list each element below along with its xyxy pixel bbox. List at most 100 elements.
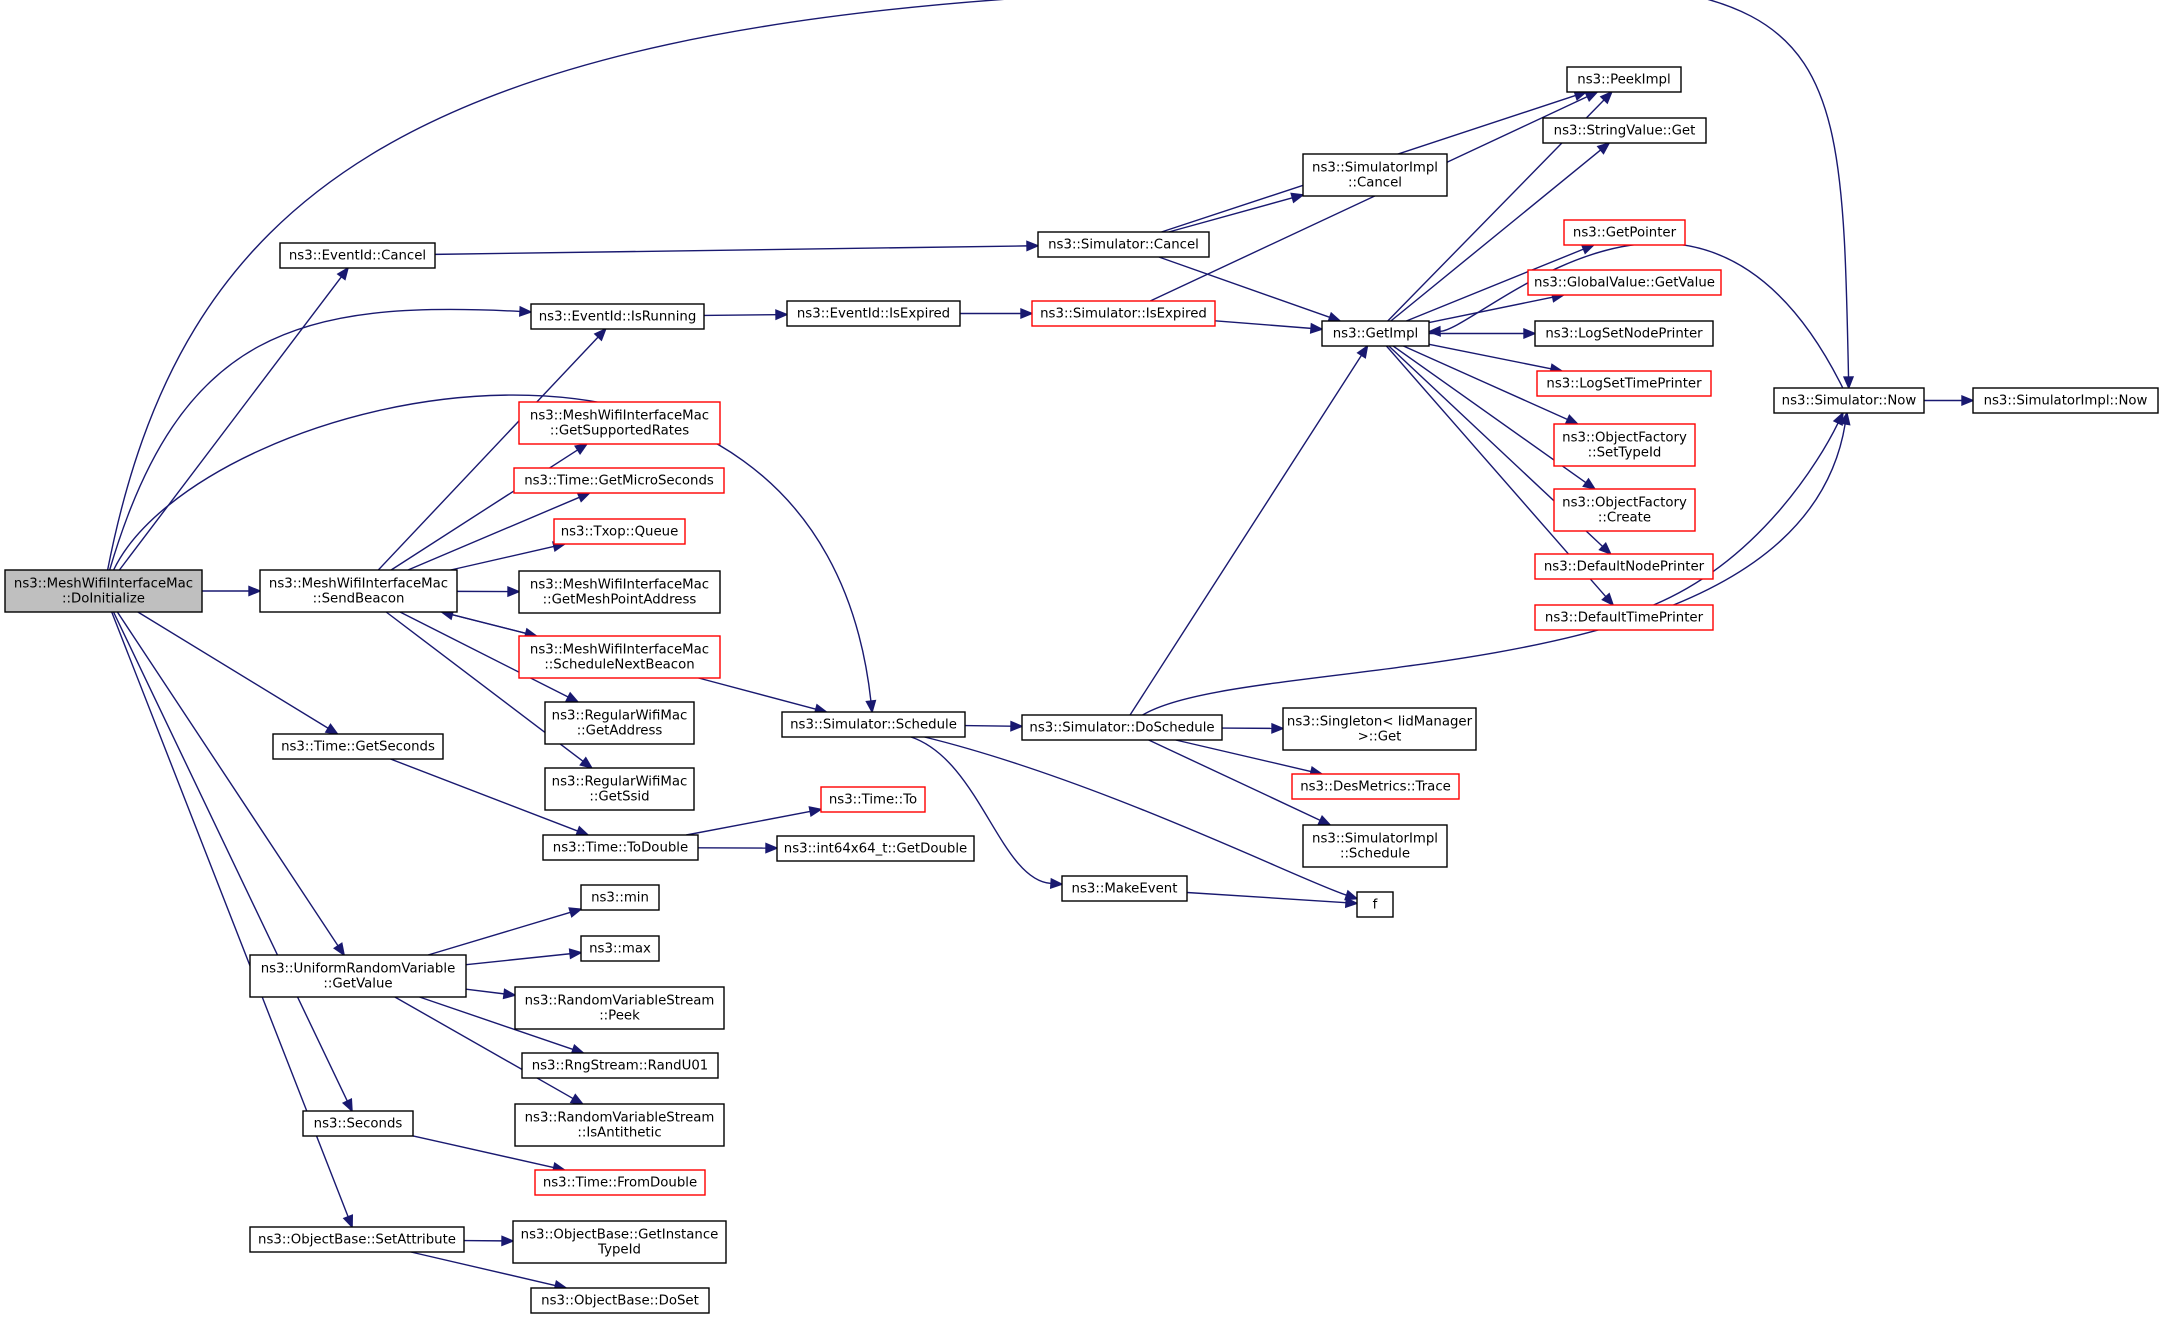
node-objfactory-settypeid[interactable]: ns3::ObjectFactory::SetTypeId bbox=[1553, 423, 1696, 467]
node-sendbeacon[interactable]: ns3::MeshWifiInterfaceMac::SendBeacon bbox=[259, 569, 458, 613]
edge-line bbox=[410, 1251, 556, 1287]
edge-sim_schedule-to-sim_doschedule bbox=[964, 720, 1024, 732]
edge-getimpl-to-logsettimeprinter bbox=[1428, 343, 1564, 375]
edge-line bbox=[112, 394, 872, 702]
node-getpointer[interactable]: ns3::GetPointer bbox=[1563, 219, 1686, 246]
node-eventid-isrunning[interactable]: ns3::EventId::IsRunning bbox=[530, 303, 705, 330]
node-eventid-isexpired[interactable]: ns3::EventId::IsExpired bbox=[786, 300, 961, 327]
node-sim-isexpired[interactable]: ns3::Simulator::IsExpired bbox=[1031, 300, 1216, 327]
node-label: f bbox=[1373, 898, 1378, 913]
edge-line bbox=[407, 496, 580, 571]
node-sim-schedule[interactable]: ns3::Simulator::Schedule bbox=[781, 711, 966, 738]
node-label: ns3::max bbox=[589, 942, 651, 957]
edge-arrowhead bbox=[865, 699, 877, 714]
node-label: ns3::DesMetrics::Trace bbox=[1300, 780, 1451, 795]
node-label: ns3::Seconds bbox=[314, 1117, 403, 1132]
node-getsupportedrates[interactable]: ns3::MeshWifiInterfaceMac::GetSupportedR… bbox=[518, 401, 721, 445]
edge-arrowhead bbox=[502, 988, 517, 1000]
edge-line bbox=[427, 911, 571, 956]
node-defaulttimeprinter[interactable]: ns3::DefaultTimePrinter bbox=[1534, 604, 1714, 631]
node-time-fromdouble[interactable]: ns3::Time::FromDouble bbox=[534, 1169, 706, 1196]
node-simimpl-schedule[interactable]: ns3::SimulatorImpl::Schedule bbox=[1302, 824, 1448, 868]
edge-arrowhead bbox=[574, 442, 589, 455]
node-urv-getvalue[interactable]: ns3::UniformRandomVariable::GetValue bbox=[249, 954, 467, 998]
edge-eventid_cancel-to-sim_cancel bbox=[434, 240, 1040, 256]
node-objfactory-create[interactable]: ns3::ObjectFactory::Create bbox=[1553, 488, 1696, 532]
node-max[interactable]: ns3::max bbox=[580, 935, 660, 962]
edge-sendbeacon-to-getsupportedrates bbox=[390, 442, 589, 571]
edge-arrowhead bbox=[519, 305, 533, 317]
edge-sim_now-to-getimpl bbox=[1427, 242, 1844, 389]
edge-arrowhead bbox=[1598, 541, 1613, 556]
node-time-getseconds[interactable]: ns3::Time::GetSeconds bbox=[272, 733, 444, 760]
edge-line bbox=[1149, 96, 1588, 302]
edge-arrowhead bbox=[568, 948, 583, 960]
node-label: ns3::RandomVariableStream bbox=[525, 1111, 715, 1126]
edge-root-to-eventid_isrunning bbox=[108, 305, 533, 571]
node-seconds[interactable]: ns3::Seconds bbox=[302, 1110, 414, 1137]
node-defaultnodeprinter[interactable]: ns3::DefaultNodePrinter bbox=[1534, 553, 1714, 580]
node-label: ns3::UniformRandomVariable bbox=[261, 962, 456, 977]
node-label: ns3::MeshWifiInterfaceMac bbox=[14, 577, 193, 592]
node-label: ns3::ObjectBase::SetAttribute bbox=[258, 1233, 456, 1248]
node-sim-doschedule[interactable]: ns3::Simulator::DoSchedule bbox=[1021, 714, 1223, 741]
node-label: ::GetSsid bbox=[589, 790, 649, 805]
edge-arrowhead bbox=[1290, 192, 1305, 204]
node-objbase-doset[interactable]: ns3::ObjectBase::DoSet bbox=[530, 1287, 710, 1314]
node-min[interactable]: ns3::min bbox=[580, 884, 660, 911]
node-logsetnodeprinter[interactable]: ns3::LogSetNodePrinter bbox=[1534, 320, 1714, 347]
node-label: ns3::EventId::IsExpired bbox=[797, 307, 950, 322]
node-rvs-peek[interactable]: ns3::RandomVariableStream::Peek bbox=[514, 986, 725, 1030]
node-getmeshpoint[interactable]: ns3::MeshWifiInterfaceMac::GetMeshPointA… bbox=[518, 570, 721, 614]
edge-arrowhead bbox=[1832, 411, 1844, 426]
node-schedulenextbeacon[interactable]: ns3::MeshWifiInterfaceMac::ScheduleNextB… bbox=[518, 635, 721, 679]
node-objbase-setattr[interactable]: ns3::ObjectBase::SetAttribute bbox=[249, 1226, 465, 1253]
node-sim-now[interactable]: ns3::Simulator::Now bbox=[1773, 387, 1925, 414]
edge-eventid_isexpired-to-sim_isexpired bbox=[960, 307, 1034, 320]
edge-eventid_isrunning-to-eventid_isexpired bbox=[703, 309, 789, 321]
edge-arrowhead bbox=[248, 585, 262, 597]
node-f[interactable]: f bbox=[1356, 891, 1394, 918]
node-peekimpl[interactable]: ns3::PeekImpl bbox=[1566, 66, 1682, 93]
node-label: ns3::RandomVariableStream bbox=[525, 994, 715, 1009]
node-label: ::GetValue bbox=[323, 977, 392, 992]
edge-sim_schedule-to-makeevent bbox=[910, 736, 1064, 889]
node-singleton-get[interactable]: ns3::Singleton< IidManager>::Get bbox=[1282, 707, 1477, 751]
node-rwm-getaddress[interactable]: ns3::RegularWifiMac::GetAddress bbox=[544, 701, 695, 745]
node-label: ns3::Time::ToDouble bbox=[553, 841, 688, 856]
node-makeevent[interactable]: ns3::MakeEvent bbox=[1061, 875, 1188, 902]
node-int64-getdouble[interactable]: ns3::int64x64_t::GetDouble bbox=[776, 835, 975, 862]
node-time-to[interactable]: ns3::Time::To bbox=[820, 786, 926, 813]
node-label: ns3::LogSetNodePrinter bbox=[1545, 327, 1703, 342]
edge-sim_now-to-simimpl_now bbox=[1923, 394, 1975, 407]
node-time-todouble[interactable]: ns3::Time::ToDouble bbox=[542, 834, 699, 861]
node-getimpl[interactable]: ns3::GetImpl bbox=[1321, 320, 1430, 347]
edge-arrowhead bbox=[1049, 877, 1064, 889]
edge-arrowhead bbox=[1010, 720, 1024, 732]
nodes-layer: ns3::MeshWifiInterfaceMac::DoInitializen… bbox=[4, 66, 2159, 1314]
node-desmetrics-trace[interactable]: ns3::DesMetrics::Trace bbox=[1291, 773, 1460, 800]
node-label: ns3::Time::To bbox=[829, 793, 917, 808]
node-box bbox=[542, 834, 699, 861]
node-simimpl-now[interactable]: ns3::SimulatorImpl::Now bbox=[1972, 387, 2159, 414]
node-rwm-getssid[interactable]: ns3::RegularWifiMac::GetSsid bbox=[544, 767, 695, 811]
node-root[interactable]: ns3::MeshWifiInterfaceMac::DoInitialize bbox=[4, 569, 203, 613]
node-rngstream-randu01[interactable]: ns3::RngStream::RandU01 bbox=[521, 1052, 719, 1079]
node-eventid-cancel[interactable]: ns3::EventId::Cancel bbox=[279, 242, 436, 269]
node-label: ::GetMeshPointAddress bbox=[543, 593, 697, 608]
node-time-getmicro[interactable]: ns3::Time::GetMicroSeconds bbox=[513, 467, 725, 494]
node-txop-queue[interactable]: ns3::Txop::Queue bbox=[553, 518, 686, 545]
node-globalvalue-getvalue[interactable]: ns3::GlobalValue::GetValue bbox=[1527, 269, 1722, 296]
node-sim-cancel[interactable]: ns3::Simulator::Cancel bbox=[1037, 231, 1210, 258]
edge-arrowhead bbox=[324, 723, 340, 735]
node-label: TypeId bbox=[597, 1243, 641, 1258]
node-logsettimeprinter[interactable]: ns3::LogSetTimePrinter bbox=[1536, 370, 1712, 397]
edge-line bbox=[390, 449, 579, 571]
node-stringvalue-get[interactable]: ns3::StringValue::Get bbox=[1542, 117, 1707, 144]
node-label: ns3::StringValue::Get bbox=[1554, 124, 1696, 139]
node-rvs-isantithetic[interactable]: ns3::RandomVariableStream::IsAntithetic bbox=[514, 1103, 725, 1147]
edge-arrowhead bbox=[1344, 897, 1359, 909]
node-label: ns3::Simulator::Cancel bbox=[1048, 238, 1199, 253]
node-simimpl-cancel[interactable]: ns3::SimulatorImpl::Cancel bbox=[1302, 153, 1448, 197]
